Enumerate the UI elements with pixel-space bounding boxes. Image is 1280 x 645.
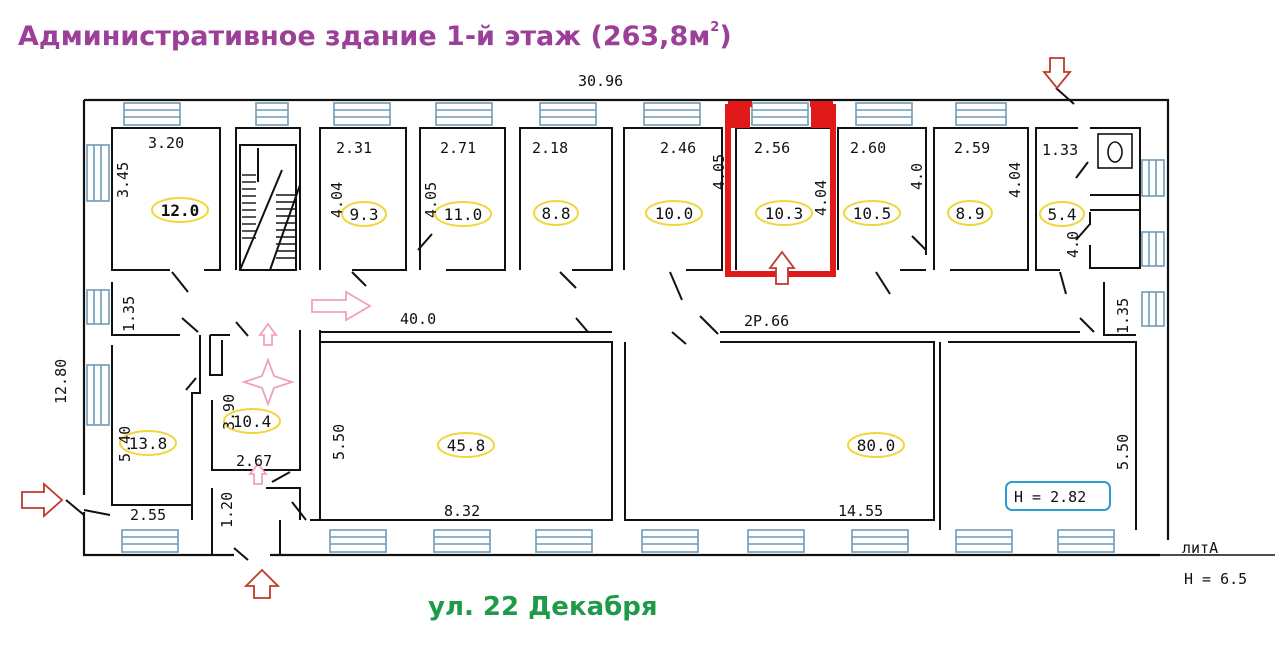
entrance-arrow-left: [21, 481, 64, 519]
room-r8: 8.9 2.59 4.04: [947, 139, 1024, 226]
room-height-label: 5.50: [330, 424, 348, 460]
room-area-label: 80.0: [857, 436, 896, 455]
room-width-label: 2.67: [236, 452, 272, 470]
room-r3: 11.0 2.71 4.05: [422, 139, 492, 227]
toilet-icon: [1097, 133, 1133, 169]
room-area-ring: [151, 197, 209, 223]
left-small-dim: 1.35: [120, 296, 138, 332]
top-windows: [123, 102, 1007, 126]
room-area-ring: [119, 430, 177, 456]
room-height-label: 5.50: [1114, 434, 1132, 470]
rooms-layer: 12.0 3.20 3.45 9.3 2.31 4.04 11.0 2.71 4.05 8.8 2.…: [114, 134, 1132, 524]
room-width-label: 2.55: [130, 506, 166, 524]
room-area-ring: [1039, 201, 1085, 227]
room-height-label: 4.05: [710, 154, 728, 190]
room-area-label: 10.0: [655, 204, 694, 223]
stair-treads: [242, 174, 296, 259]
entrance-arrows: [21, 57, 1072, 599]
room-height-label: 3.45: [114, 162, 132, 198]
room-area-ring: [847, 432, 905, 458]
room-width-label: 3.20: [148, 134, 184, 152]
room-r1: 12.0 3.20 3.45: [114, 134, 209, 223]
room-width-label: 2.56: [754, 139, 790, 157]
room-area-label: 45.8: [447, 436, 486, 455]
corridor-dims-label: 2Р.66: [744, 312, 789, 330]
room-area-label: 12.0: [161, 201, 200, 220]
corridor-area-label: 40.0: [400, 310, 436, 328]
right-windows: [1141, 159, 1165, 327]
room-area-label: 13.8: [129, 434, 168, 453]
inner-walls: [111, 127, 1141, 555]
room-r4: 8.8 2.18: [532, 139, 579, 226]
room-area-ring: [223, 408, 281, 434]
room-area-label: 10.4: [233, 412, 272, 431]
room-area-ring: [755, 200, 813, 226]
room-width-label: 2.59: [954, 139, 990, 157]
room-area-ring: [437, 432, 495, 458]
room-height-label: 4.0: [1064, 231, 1082, 258]
litera-label: литА: [1182, 539, 1218, 557]
room-area-ring: [947, 200, 993, 226]
height-box: Н = 2.82: [1005, 481, 1111, 511]
room-area-label: 10.5: [853, 204, 892, 223]
room-r12: 45.8 8.32 5.50: [330, 424, 495, 520]
door-swings: [65, 87, 1095, 561]
room-area-ring: [645, 200, 703, 226]
vestibule-dim: 1.20: [218, 492, 236, 528]
title-text: Административное здание 1-й этаж (263,8м: [18, 21, 711, 52]
room-r11: 10.4 2.67 3.90: [220, 394, 281, 470]
room-width-label: 1.33: [1042, 141, 1078, 159]
room-height-label: 4.0: [908, 163, 926, 190]
room-area-ring: [434, 201, 492, 227]
dimension-labels: 30.96 12.80 40.0 2Р.66 1.35 1.35 1.20 ли…: [52, 72, 1247, 588]
room-height-label: 4.05: [422, 182, 440, 218]
room-height-label: 3.90: [220, 394, 238, 430]
room-r2: 9.3 2.31 4.04: [328, 139, 387, 227]
room-height-label: 5.40: [116, 426, 134, 462]
room-area-ring: [533, 200, 579, 226]
room-r6: 10.3 2.56 4.04: [754, 139, 830, 226]
entrance-arrow-top-right: [1042, 57, 1072, 90]
room-width-label: 2.31: [336, 139, 372, 157]
street-label: ул. 22 Декабря: [428, 592, 658, 622]
pink-arrows: [241, 290, 372, 485]
room-width-label: 2.71: [440, 139, 476, 157]
left-windows: [86, 144, 110, 426]
room-area-ring: [843, 200, 901, 226]
room-r13: 80.0 14.55 5.50: [838, 432, 1132, 520]
title-superscript: 2: [710, 20, 720, 35]
room-width-label: 8.32: [444, 502, 480, 520]
title-end: ): [719, 21, 732, 52]
room-width-label: 2.46: [660, 139, 696, 157]
room-area-ring: [341, 201, 387, 227]
room-area-label: 9.3: [350, 205, 379, 224]
room-height-label: 4.04: [812, 180, 830, 216]
room-area-label: 5.4: [1048, 205, 1077, 224]
room-height-label: 4.04: [328, 182, 346, 218]
outer-height-label: Н = 6.5: [1184, 570, 1247, 588]
room-r9: 5.4 1.33 4.0: [1039, 141, 1085, 258]
room-area-label: 11.0: [444, 205, 483, 224]
room-r10: 13.8 2.55 5.40: [116, 426, 177, 524]
overall-depth-label: 12.80: [52, 359, 70, 404]
room-height-label: 4.04: [1006, 162, 1024, 198]
room-area-label: 8.9: [956, 204, 985, 223]
room-width-label: 2.60: [850, 139, 886, 157]
room-width-label: 2.18: [532, 139, 568, 157]
entrance-arrow-bottom: [243, 568, 281, 599]
room-area-label: 10.3: [765, 204, 804, 223]
room-width-label: 14.55: [838, 502, 883, 520]
room-pointer-arrow: [768, 250, 796, 285]
room-r5: 10.0 2.46 4.05: [645, 139, 728, 226]
bottom-windows: [121, 529, 1115, 553]
overall-width-label: 30.96: [578, 72, 623, 90]
outer-walls: [82, 98, 1275, 557]
page-title: Административное здание 1-й этаж (263,8м…: [18, 20, 732, 52]
room-r7: 10.5 2.60 4.0: [843, 139, 926, 226]
right-small-dim: 1.35: [1114, 298, 1132, 334]
height-box-label: Н = 2.82: [1014, 488, 1086, 506]
room-area-label: 8.8: [542, 204, 571, 223]
